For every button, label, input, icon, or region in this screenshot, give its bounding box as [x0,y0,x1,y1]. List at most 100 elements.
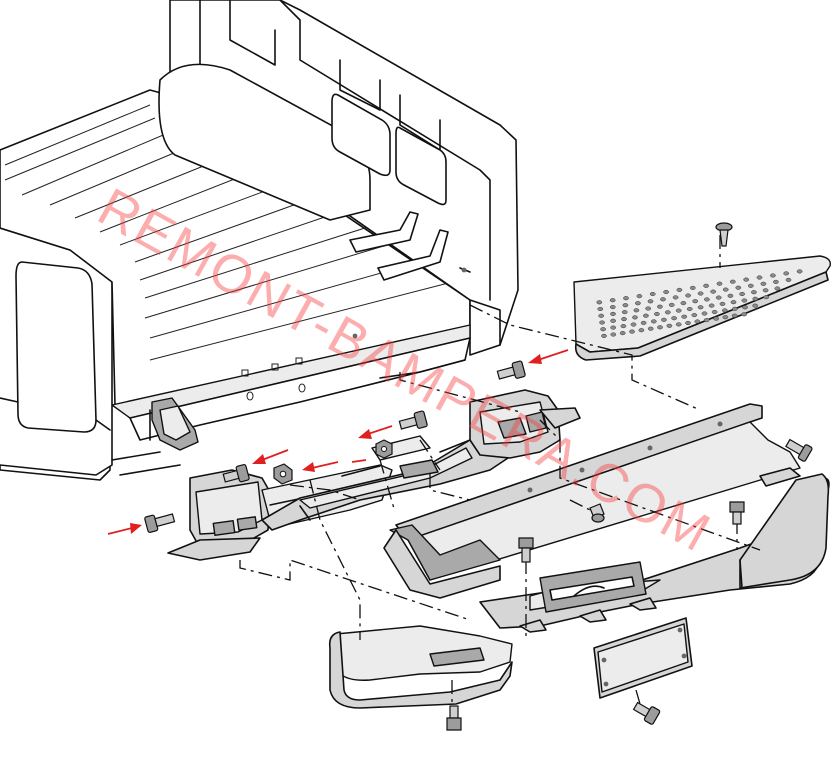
callout-arrow-5 [107,523,142,535]
step-pad-dimple [752,303,759,308]
step-pad-dimple [633,308,640,313]
step-pad-dimple [681,314,688,319]
step-pad-dimple [647,299,654,304]
step-pad-dimple [773,279,779,284]
step-pad-dimple [597,306,604,312]
step-pad-dimple [668,302,675,307]
nut-center [375,439,393,459]
step-pad-dimple [630,322,637,327]
step-pad-dimple [609,305,616,310]
step-pad-dimple [735,285,742,290]
bolt-center-bracket [398,410,428,430]
bolt-vertical-center [518,537,534,563]
bolt-license-bracket [632,701,661,725]
step-pad-dimple [719,301,726,306]
step-pad [573,255,831,361]
step-pad-dimple [785,277,792,282]
step-pad-dimple [722,315,729,320]
step-pad-dimple [632,315,638,320]
step-pad-dimple [685,293,691,298]
step-pad-dimple [729,279,736,284]
step-pad-dimple [704,297,710,302]
step-pad-dimple [715,295,722,300]
step-pad-dimple [660,297,666,302]
step-pad-dimple [610,318,616,323]
step-pad-dimple [708,303,715,308]
nut-left [273,463,293,485]
step-pad-dimple [675,322,682,327]
step-pad-dimple [629,329,635,334]
step-pad-dimple [610,325,617,330]
step-pad-dimple [610,311,616,316]
step-pad-dimple [752,296,759,301]
right-bumper-bracket [439,389,581,459]
step-pad-dimple [610,332,617,337]
step-pad-dimple [692,299,699,304]
step-pad-dimple [747,283,754,288]
step-pad-dimple [676,287,683,292]
step-pad-dimple [739,291,745,297]
step-pad-dimple [713,316,719,321]
step-pad-dimple [638,328,645,333]
step-pad-dimple [756,275,763,280]
step-pad-dimple [770,273,776,278]
tail-lamp [15,261,97,433]
callout-arrows [107,349,569,535]
push-pin-step-pad [715,222,733,247]
step-pad-dimple [645,306,652,311]
step-pad-dimple [596,300,603,305]
step-pad-dimple [711,309,718,315]
step-pad-dimple [650,319,657,324]
step-pad-dimple [697,305,704,310]
step-pad-dimple [643,313,649,318]
step-pad-dimple [732,306,738,311]
step-pad-dimple [783,271,790,276]
step-pad-dimple [685,320,691,326]
step-pad-dimple [751,290,757,295]
bolt-upper-bracket [496,360,526,380]
bolt-left-lower [144,513,176,533]
step-pad-dimple [796,269,803,274]
step-pad-dimple [697,291,704,296]
push-pin-face-bar [589,503,605,523]
step-pad-dimple [600,327,606,332]
step-pad-dimple [663,289,669,295]
step-pad-dimple [721,308,728,313]
bumper-face-bar [383,403,830,633]
step-pad-dimple [774,286,781,291]
fasteners [144,222,813,731]
step-pad-dimple [741,312,747,317]
step-pad-dimple [623,296,629,301]
center-bumper-bracket [261,435,509,531]
step-pad-dimple [763,295,770,300]
bolt-vertical-right [729,501,745,525]
step-pad-dimple [636,294,643,299]
step-pad-dimple [622,303,629,308]
step-pad-dimple [666,323,673,328]
step-pad-dimple [701,311,708,316]
step-pad-dimple [686,306,693,312]
step-pad-dimple [762,288,769,293]
alignment-lines [239,235,761,705]
step-pad-dimple [601,333,607,338]
callout-arrow-3 [302,461,339,472]
step-pad-dimple [609,298,616,303]
step-pad-dimple [657,325,663,330]
step-pad-dimple [657,304,663,309]
step-pad-dimple [716,281,723,286]
callout-arrow-2 [252,449,289,464]
step-pad-dimple [640,320,647,325]
step-pad-dimple [731,313,738,318]
callout-arrow-1 [528,349,569,364]
license-plate-bracket [593,617,693,699]
step-pad-dimple [727,293,734,298]
bolt-right-end [785,438,813,462]
step-pad-dimple [619,331,626,336]
step-pad-dimple [742,305,748,310]
step-pad-dimple [710,289,717,294]
step-pad-dimple [694,319,701,324]
step-pad-dimple [689,285,696,290]
step-pad-dimple [703,283,709,288]
bolt-vertical-end-cap [446,705,462,731]
step-pad-dimple [722,287,729,292]
